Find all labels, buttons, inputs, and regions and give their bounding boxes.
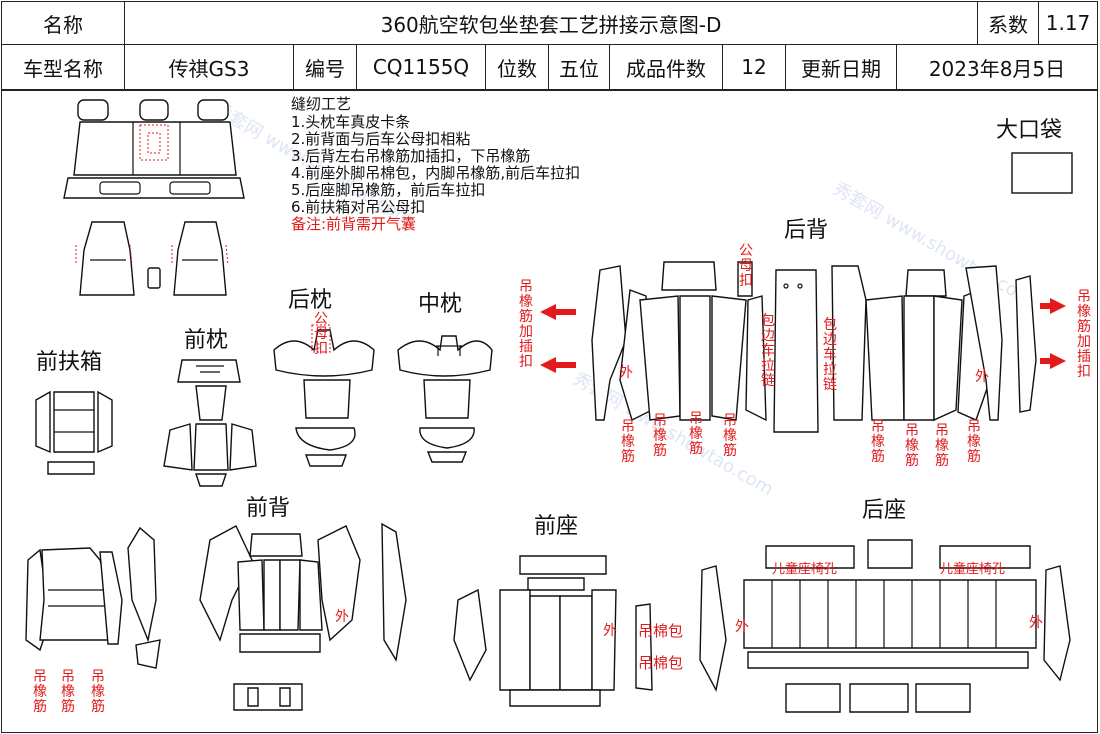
process-step-3: 3.后背左右吊橡筋加插扣，下吊橡筋 (291, 147, 531, 165)
date-value: 2023年8月5日 (896, 44, 1098, 90)
rear-back-pieces (591, 261, 1037, 433)
process-step-4: 4.前座外脚吊棉包，内脚吊橡筋,前后车拉扣 (291, 164, 581, 182)
label-zipper-edge: 包边车拉链 (823, 317, 837, 393)
section-pocket: 大口袋 (996, 118, 1063, 143)
section-rear-pillow: 后枕 (288, 288, 333, 313)
coef-value: 1.17 (1038, 1, 1098, 45)
date-label: 更新日期 (785, 44, 897, 90)
label-hang-cotton: 吊棉包 (638, 654, 684, 672)
label-hang-elastic: 吊橡筋 (689, 411, 703, 457)
seat-overview-rear (63, 99, 245, 199)
seats-value: 五位 (548, 44, 610, 90)
front-armrest-pieces (35, 390, 113, 475)
label-male-clip: 公母扣 (739, 243, 753, 289)
label-outer: 外 (975, 369, 989, 385)
name-label: 名称 (1, 1, 125, 45)
seat-overview-front (75, 152, 1073, 296)
section-rear-back: 后背 (784, 218, 829, 243)
label-hang-elastic: 吊橡筋 (871, 419, 885, 465)
front-back-pieces (25, 522, 407, 711)
seats-label: 位数 (485, 44, 549, 90)
process-step-1: 1.头枕车真皮卡条 (291, 113, 411, 131)
label-outer: 外 (735, 619, 749, 635)
arrow-icon (540, 298, 1066, 373)
process-step-5: 5.后座脚吊橡筋，前后车拉扣 (291, 181, 486, 199)
label-hang-elastic-clip-right: 吊橡筋加插扣 (1077, 289, 1091, 380)
mid-pillow-pieces (397, 335, 493, 463)
label-male-clip-pillow: 公母扣 (314, 311, 328, 357)
section-front-pillow: 前枕 (184, 328, 229, 353)
coef-label: 系数 (977, 1, 1039, 45)
label-child-seat-hole: 儿童座椅孔 (772, 562, 838, 577)
label-outer: 外 (619, 365, 633, 381)
process-title: 缝纫工艺 (291, 95, 352, 113)
label-child-seat-hole: 儿童座椅孔 (940, 562, 1006, 577)
section-front-seat: 前座 (534, 514, 579, 539)
process-step-6: 6.前扶箱对吊公母扣 (291, 198, 426, 216)
rear-seat-pieces (699, 539, 1071, 713)
section-rear-seat: 后座 (862, 498, 907, 523)
rear-pillow-pieces (273, 324, 375, 467)
process-note: 备注:前背需开气囊 (291, 215, 417, 233)
label-outer: 外 (1029, 615, 1043, 631)
label-zipper-edge: 包边车拉链 (761, 313, 775, 389)
label-hang-elastic: 吊橡筋 (61, 669, 75, 715)
label-hang-elastic: 吊橡筋 (621, 419, 635, 465)
label-hang-cotton: 吊棉包 (638, 622, 684, 640)
label-outer: 外 (603, 623, 617, 639)
process-step-2: 2.前背面与后车公母扣相粘 (291, 130, 471, 148)
front-seat-pieces (453, 555, 653, 707)
section-mid-pillow: 中枕 (418, 292, 463, 317)
code-label: 编号 (293, 44, 357, 90)
drawing-frame (1, 90, 1098, 733)
code-value: CQ1155Q (356, 44, 486, 90)
label-hang-elastic: 吊橡筋 (33, 669, 47, 715)
section-front-back: 前背 (246, 496, 291, 521)
label-hang-elastic: 吊橡筋 (905, 423, 919, 469)
label-hang-elastic: 吊橡筋 (91, 669, 105, 715)
label-hang-elastic: 吊橡筋 (723, 413, 737, 459)
label-hang-elastic: 吊橡筋 (935, 423, 949, 469)
label-hang-elastic: 吊橡筋 (653, 413, 667, 459)
label-hang-elastic-clip-left: 吊橡筋加插扣 (519, 279, 533, 370)
front-pillow-pieces (163, 359, 257, 487)
label-hang-elastic: 吊橡筋 (967, 419, 981, 465)
model-label: 车型名称 (1, 44, 125, 90)
label-outer: 外 (335, 609, 349, 625)
model-value: 传祺GS3 (124, 44, 294, 90)
section-front-armrest: 前扶箱 (36, 350, 103, 375)
